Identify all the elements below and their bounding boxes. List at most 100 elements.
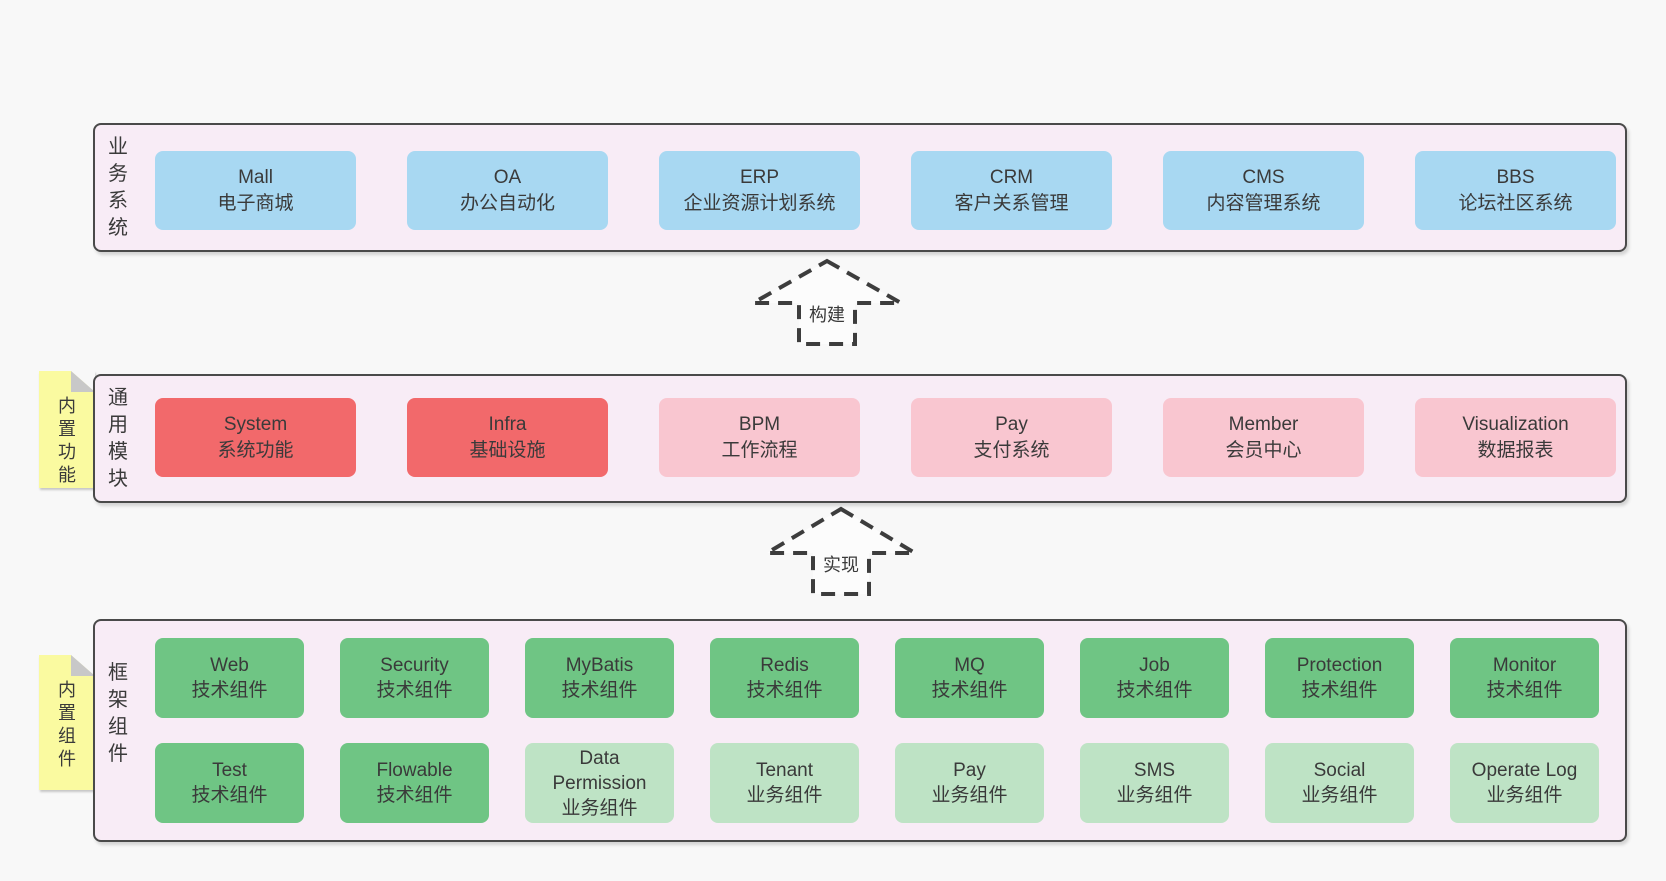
component-type: 数据报表 [1477, 439, 1554, 461]
component-box-test: Test 技术组件 [155, 743, 304, 823]
band-label-common-modules: 通用模块 [108, 386, 128, 490]
component-type: 电子商城 [217, 192, 294, 214]
component-box-pay: Pay 业务组件 [895, 743, 1044, 823]
component-box-operate-log: Operate Log 业务组件 [1450, 743, 1599, 823]
component-box-bbs: BBS 论坛社区系统 [1415, 151, 1616, 230]
component-name: BPM [738, 413, 781, 435]
component-name: MyBatis [565, 655, 634, 676]
component-box-security: Security 技术组件 [340, 638, 489, 718]
component-box-visualization: Visualization 数据报表 [1415, 398, 1616, 477]
component-name: Job [1139, 655, 1170, 676]
component-type: 业务组件 [746, 785, 823, 806]
component-name: Monitor [1492, 655, 1557, 676]
component-box-member: Member 会员中心 [1163, 398, 1364, 477]
component-type: 技术组件 [376, 680, 453, 701]
component-type: 技术组件 [1116, 680, 1193, 701]
component-name: Test [212, 760, 247, 781]
component-name: Tenant [755, 760, 814, 781]
component-name: Mall [238, 166, 273, 188]
component-type: 客户关系管理 [954, 192, 1069, 214]
component-type: 技术组件 [561, 680, 638, 701]
component-box-monitor: Monitor 技术组件 [1450, 638, 1599, 718]
band-label-business-systems: 业务系统 [108, 135, 128, 239]
component-name: Data Permission [552, 747, 647, 794]
component-box-social: Social 业务组件 [1265, 743, 1414, 823]
component-type: 基础设施 [469, 439, 546, 461]
implement-arrow-icon: 实现 [759, 506, 923, 596]
sticky-note-builtin-features: 内置功能 [39, 371, 95, 488]
business-systems-row: Mall 电子商城 OA 办公自动化 ERP 企业资源计划系统 CRM 客户关系管理 CMS 内容… [155, 151, 1616, 230]
component-type: 技术组件 [1486, 680, 1563, 701]
common-modules-band: 通用模块 System 系统功能 Infra 基础设施 BPM 工作流程 Pay 支付系统 Me… [93, 374, 1627, 503]
component-type: 论坛社区系统 [1458, 192, 1573, 214]
component-box-job: Job 技术组件 [1080, 638, 1229, 718]
common-modules-row: System 系统功能 Infra 基础设施 BPM 工作流程 Pay 支付系统 Member 会… [155, 398, 1616, 477]
component-name: Pay [953, 760, 986, 781]
component-type: 技术组件 [191, 785, 268, 806]
component-box-flowable: Flowable 技术组件 [340, 743, 489, 823]
component-box-tenant: Tenant 业务组件 [710, 743, 859, 823]
component-type: 内容管理系统 [1206, 192, 1321, 214]
component-name: Protection [1296, 655, 1383, 676]
note-fold-icon [71, 655, 95, 676]
component-name: Pay [995, 413, 1028, 435]
component-type: 系统功能 [217, 439, 294, 461]
note-fold-icon [71, 371, 95, 392]
component-name: System [223, 413, 288, 435]
component-type: 技术组件 [1301, 680, 1378, 701]
component-box-redis: Redis 技术组件 [710, 638, 859, 718]
component-name: CMS [1242, 166, 1285, 188]
component-box-crm: CRM 客户关系管理 [911, 151, 1112, 230]
component-name: Infra [488, 413, 527, 435]
component-box-oa: OA 办公自动化 [407, 151, 608, 230]
component-name: CRM [989, 166, 1034, 188]
component-name: Visualization [1462, 413, 1569, 435]
build-arrow-label: 构建 [809, 305, 845, 325]
sticky-note-label: 内置组件 [58, 680, 76, 769]
component-type: 业务组件 [931, 785, 1008, 806]
component-type: 技术组件 [746, 680, 823, 701]
component-type: 会员中心 [1225, 439, 1302, 461]
component-type: 技术组件 [376, 785, 453, 806]
component-box-mybatis: MyBatis 技术组件 [525, 638, 674, 718]
component-type: 企业资源计划系统 [683, 192, 836, 214]
component-name: OA [493, 166, 522, 188]
component-type: 业务组件 [1301, 785, 1378, 806]
band-label-framework-components: 框架组件 [108, 662, 128, 765]
component-name: Redis [760, 655, 809, 676]
component-name: Web [210, 655, 249, 676]
sticky-note-builtin-components: 内置组件 [39, 655, 95, 790]
implement-arrow-label: 实现 [823, 555, 859, 575]
component-box-mall: Mall 电子商城 [155, 151, 356, 230]
component-box-system: System 系统功能 [155, 398, 356, 477]
component-type: 业务组件 [1486, 785, 1563, 806]
component-box-pay: Pay 支付系统 [911, 398, 1112, 477]
build-arrow-icon: 构建 [745, 258, 909, 346]
component-name: MQ [954, 655, 985, 676]
component-name: Member [1228, 413, 1299, 435]
business-systems-band: 业务系统 Mall 电子商城 OA 办公自动化 ERP 企业资源计划系统 CRM 客户关系管理… [93, 123, 1627, 252]
component-name: SMS [1133, 760, 1176, 781]
component-box-web: Web 技术组件 [155, 638, 304, 718]
component-type: 业务组件 [1116, 785, 1193, 806]
component-box-data-permission: Data Permission 业务组件 [525, 743, 674, 823]
component-type: 业务组件 [561, 797, 638, 819]
component-box-protection: Protection 技术组件 [1265, 638, 1414, 718]
component-name: ERP [739, 166, 780, 188]
component-name: Social [1313, 760, 1366, 781]
component-type: 技术组件 [191, 680, 268, 701]
component-type: 支付系统 [973, 439, 1050, 461]
component-name: BBS [1496, 166, 1535, 188]
component-box-erp: ERP 企业资源计划系统 [659, 151, 860, 230]
component-name: Security [380, 655, 449, 676]
component-type: 工作流程 [721, 439, 798, 461]
component-type: 技术组件 [931, 680, 1008, 701]
sticky-note-label: 内置功能 [58, 396, 76, 485]
component-name: Flowable [376, 760, 453, 781]
component-name: Operate Log [1471, 760, 1578, 781]
component-type: 办公自动化 [459, 192, 555, 214]
